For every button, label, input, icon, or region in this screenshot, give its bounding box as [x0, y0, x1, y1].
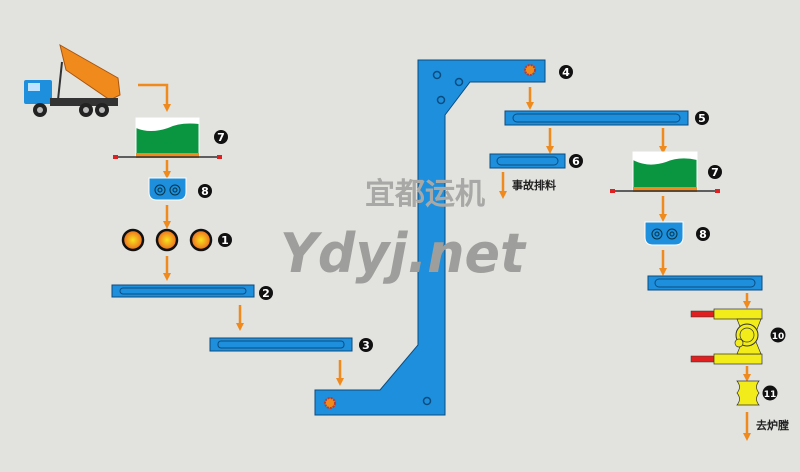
to-furnace-label: 去炉膛	[756, 418, 789, 432]
badge-8: 8	[201, 185, 209, 198]
number-badges: 1 2 3 4 5 6 7 7 8 8 10 11	[198, 65, 786, 401]
watermark-en: Ydyj.net	[280, 222, 527, 285]
badge-2: 2	[262, 287, 270, 300]
hopper-7a	[113, 117, 222, 159]
badge-8: 8	[699, 228, 707, 241]
flow-arrow	[138, 83, 171, 112]
roller-crusher-10	[690, 308, 763, 365]
badge-5: 5	[698, 112, 706, 125]
watermark: 宜都运机 Ydyj.net	[280, 177, 527, 285]
crusher-rollers-1	[121, 228, 213, 252]
conveyor-5	[504, 110, 689, 126]
screen-11	[736, 380, 760, 406]
feeder-8a	[148, 177, 187, 201]
badge-1: 1	[221, 234, 229, 247]
flow-arrows	[138, 83, 751, 441]
conveyor-3	[209, 337, 353, 352]
hopper-7b	[610, 151, 720, 193]
badge-3: 3	[362, 339, 370, 352]
badge-6: 6	[572, 155, 580, 168]
emergency-discharge-label: 事故排料	[512, 178, 556, 192]
badge-10: 10	[772, 332, 785, 342]
bucket-elevator-4	[314, 59, 546, 416]
conveyor-9	[647, 275, 763, 291]
gear-icon	[324, 397, 336, 409]
badge-7: 7	[217, 131, 225, 144]
conveyor-2	[111, 284, 255, 298]
feeder-8b	[644, 221, 684, 246]
dump-truck-icon	[24, 43, 121, 117]
badge-11: 11	[764, 390, 777, 400]
conveyor-6	[489, 153, 566, 169]
badge-7: 7	[711, 166, 719, 179]
gear-icon	[524, 64, 536, 76]
badge-4: 4	[562, 66, 570, 79]
watermark-cn: 宜都运机	[365, 177, 485, 212]
